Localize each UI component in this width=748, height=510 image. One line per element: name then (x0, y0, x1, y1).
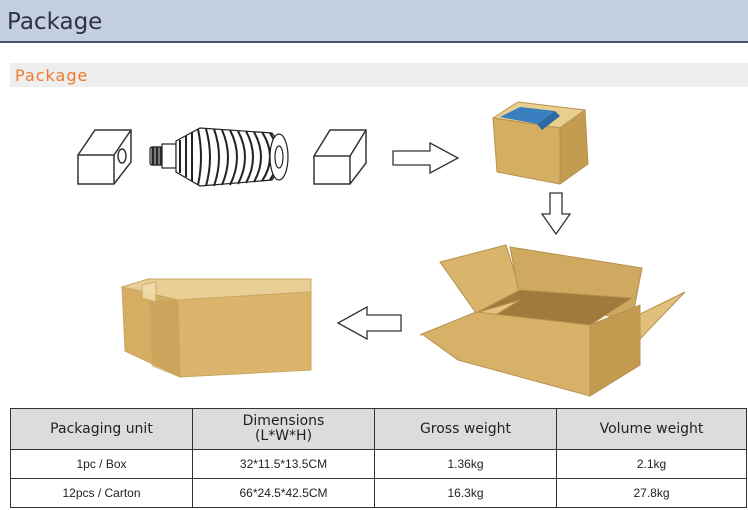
arrow-right-icon (392, 141, 460, 175)
cell-volume-weight: 27.8kg (556, 478, 747, 508)
table-header-row: Packaging unit Dimensions (L*W*H) Gross … (10, 408, 747, 450)
section-title: Package (15, 66, 89, 85)
small-carton-icon (491, 101, 589, 185)
header-packaging-unit: Packaging unit (10, 408, 193, 450)
packaging-illustration (77, 101, 686, 397)
cell-volume-weight: 2.1kg (556, 449, 747, 479)
cell-packaging-unit: 12pcs / Carton (10, 478, 193, 508)
table-row: 12pcs / Carton 66*24.5*42.5CM 16.3kg 27.… (10, 478, 747, 508)
arrow-left-icon (336, 305, 402, 341)
page-header: Package (0, 0, 748, 43)
table-row: 1pc / Box 32*11.5*13.5CM 1.36kg 2.1kg (10, 449, 747, 479)
header-volume-weight: Volume weight (556, 408, 747, 450)
section-header: Package (10, 63, 748, 87)
page-title: Package (7, 9, 103, 35)
cell-packaging-unit: 1pc / Box (10, 449, 193, 479)
cell-gross-weight: 16.3kg (374, 478, 557, 508)
packaging-spec-table: Packaging unit Dimensions (L*W*H) Gross … (10, 408, 747, 508)
arrow-down-icon (540, 192, 572, 236)
cube-box-icon (313, 129, 367, 185)
cell-dimensions: 66*24.5*42.5CM (192, 478, 375, 508)
open-carton-icon (419, 244, 686, 397)
cell-dimensions: 32*11.5*13.5CM (192, 449, 375, 479)
header-gross-weight: Gross weight (374, 408, 557, 450)
closed-carton-icon (120, 278, 312, 378)
cell-gross-weight: 1.36kg (374, 449, 557, 479)
header-dimensions: Dimensions (L*W*H) (192, 408, 375, 450)
led-lamp-icon (149, 127, 289, 187)
small-box-outline-icon (77, 129, 132, 185)
